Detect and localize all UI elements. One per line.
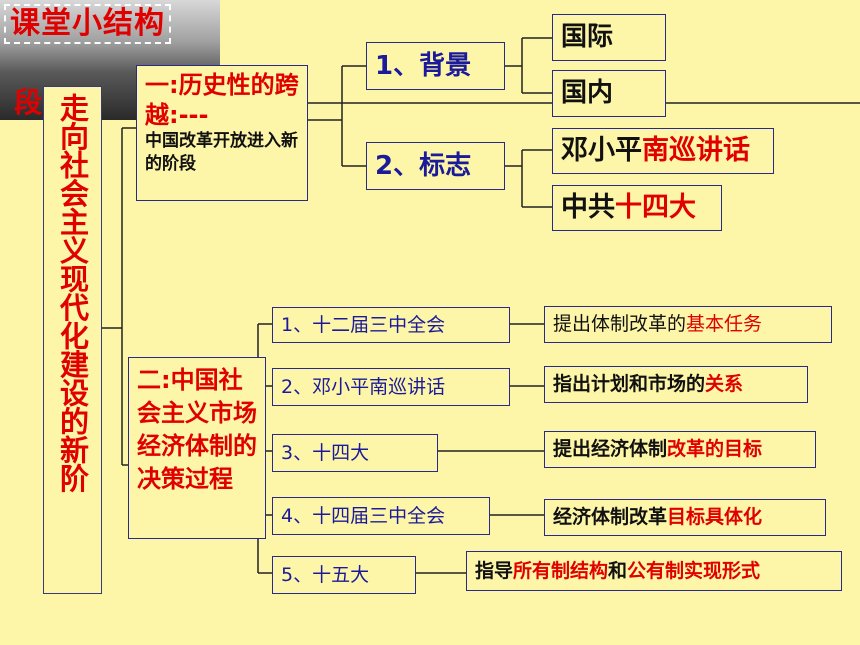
part1-subtitle: 中国改革开放进入新的阶段 xyxy=(145,131,298,174)
main-stage-box: 走向社会主义现代化建设的新阶 xyxy=(43,86,102,594)
side-label: 段 xyxy=(14,86,43,119)
event-desc-text: 指导 xyxy=(475,560,514,582)
event-desc-highlight: 所有制结构 xyxy=(513,560,609,582)
sign-item-14th-congress: 中共十四大 xyxy=(552,185,722,231)
part2-box: 二:中国社会主义市场经济体制的决策过程 xyxy=(128,357,266,539)
event-desc-text: 指出计划和市场的 xyxy=(553,373,706,395)
part2-title: 二:中国社会主义市场经济体制的决策过程 xyxy=(137,366,257,493)
event-box-1: 1、十二届三中全会 xyxy=(272,307,510,343)
sign-item-text: 中共 xyxy=(561,192,615,223)
event-desc-highlight: 基本任务 xyxy=(686,313,763,335)
event-desc-text: 经济体制改革 xyxy=(553,506,668,528)
background-box: 1、背景 xyxy=(366,42,505,90)
event-desc-5: 指导所有制结构和公有制实现形式 xyxy=(466,551,842,591)
event-desc-highlight: 公有制实现形式 xyxy=(627,560,761,582)
event-label: 4、十四届三中全会 xyxy=(281,505,446,527)
event-desc-2: 指出计划和市场的关系 xyxy=(544,366,808,403)
event-box-2: 2、邓小平南巡讲话 xyxy=(272,368,510,406)
background-item-label: 国内 xyxy=(561,78,614,108)
part1-title: 一:历史性的跨越:--- xyxy=(145,71,299,129)
event-label: 3、十四大 xyxy=(281,442,370,464)
event-desc-4: 经济体制改革目标具体化 xyxy=(544,499,826,536)
event-label: 1、十二届三中全会 xyxy=(281,314,446,336)
event-desc-highlight: 目标具体化 xyxy=(667,506,763,528)
signs-box: 2、标志 xyxy=(366,142,505,190)
event-desc-highlight: 关系 xyxy=(705,373,744,395)
sign-item-highlight: 十四大 xyxy=(615,192,696,223)
background-item-label: 国际 xyxy=(561,22,614,52)
event-label: 2、邓小平南巡讲话 xyxy=(281,376,446,398)
event-desc-text: 提出经济体制 xyxy=(553,438,668,460)
event-desc-3: 提出经济体制改革的目标 xyxy=(544,431,816,468)
event-desc-text: 提出体制改革的 xyxy=(553,313,687,335)
event-desc-text: 和 xyxy=(608,560,628,582)
event-label: 5、十五大 xyxy=(281,564,370,586)
background-label: 1、背景 xyxy=(375,51,472,81)
part1-box: 一:历史性的跨越:--- 中国改革开放进入新的阶段 xyxy=(136,65,308,201)
background-item-intl: 国际 xyxy=(552,14,666,61)
sign-item-text: 邓小平 xyxy=(561,135,642,166)
background-item-domestic: 国内 xyxy=(552,70,666,117)
event-box-3: 3、十四大 xyxy=(272,434,438,472)
header-title: 课堂小结构 xyxy=(4,4,171,44)
main-stage-text: 走向社会主义现代化建设的新阶 xyxy=(55,93,90,492)
sign-item-highlight: 南巡讲话 xyxy=(642,135,750,166)
event-desc-1: 提出体制改革的基本任务 xyxy=(544,306,832,343)
sign-item-south-tour: 邓小平南巡讲话 xyxy=(552,128,774,174)
event-box-5: 5、十五大 xyxy=(272,556,416,594)
event-box-4: 4、十四届三中全会 xyxy=(272,497,490,535)
event-desc-highlight: 改革的目标 xyxy=(667,438,763,460)
signs-label: 2、标志 xyxy=(375,151,472,181)
